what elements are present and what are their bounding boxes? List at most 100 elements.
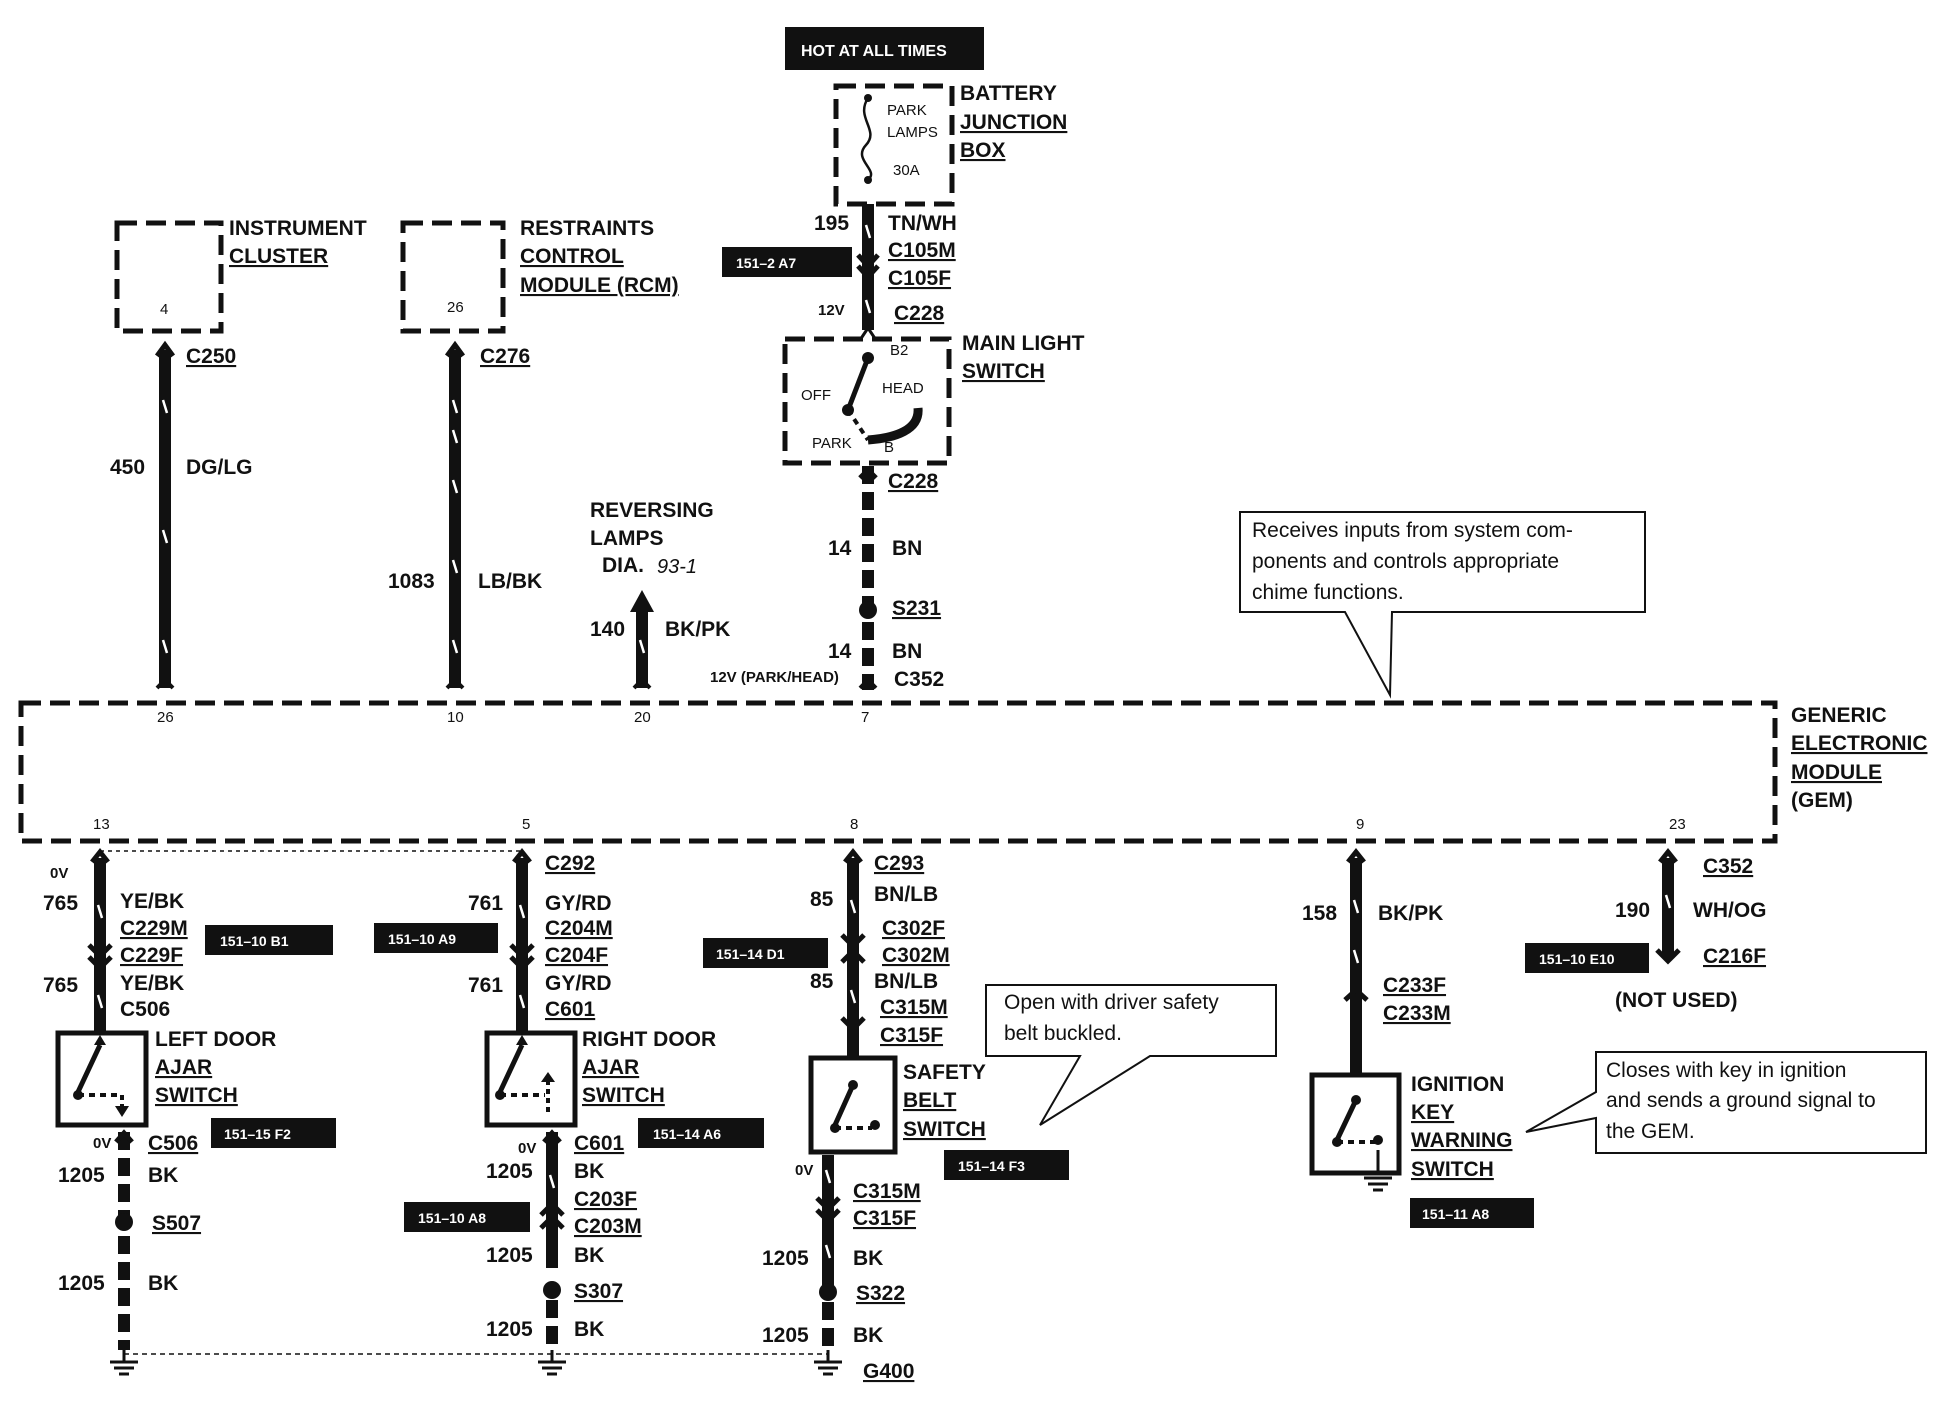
- wire-14-bn: 14 BN S231 14 BN 12V (PARK/HEAD) C352: [710, 466, 944, 691]
- svg-text:BK: BK: [574, 1160, 604, 1183]
- svg-text:1205: 1205: [762, 1247, 809, 1270]
- svg-text:BK: BK: [853, 1324, 883, 1347]
- svg-text:OFF: OFF: [801, 387, 831, 404]
- svg-text:BN: BN: [892, 640, 922, 663]
- svg-text:SWITCH: SWITCH: [1411, 1158, 1494, 1181]
- svg-text:1205: 1205: [58, 1164, 105, 1187]
- svg-text:1205: 1205: [58, 1272, 105, 1295]
- svg-text:195: 195: [814, 212, 849, 235]
- svg-text:761: 761: [468, 892, 503, 915]
- svg-text:PARK: PARK: [812, 435, 852, 452]
- callout-safety-belt: Open with driver safety belt buckled.: [985, 984, 1277, 1126]
- svg-text:151–14 D1: 151–14 D1: [716, 946, 785, 962]
- svg-text:CLUSTER: CLUSTER: [229, 245, 328, 268]
- svg-text:DIA.: DIA.: [602, 554, 644, 577]
- svg-text:BK: BK: [574, 1318, 604, 1341]
- svg-text:ELECTRONIC: ELECTRONIC: [1791, 732, 1928, 755]
- svg-text:151–14 A6: 151–14 A6: [653, 1126, 721, 1142]
- svg-text:BK: BK: [574, 1244, 604, 1267]
- svg-text:C276: C276: [480, 345, 530, 368]
- svg-text:C315F: C315F: [853, 1207, 916, 1230]
- svg-text:C601: C601: [574, 1132, 625, 1155]
- svg-text:SWITCH: SWITCH: [903, 1118, 986, 1141]
- svg-text:C601: C601: [545, 998, 596, 1021]
- svg-text:SAFETY: SAFETY: [903, 1061, 986, 1084]
- svg-text:BATTERY: BATTERY: [960, 82, 1057, 105]
- svg-text:the GEM.: the GEM.: [1606, 1120, 1695, 1143]
- svg-text:C506: C506: [120, 998, 170, 1021]
- ignition-key-warning-switch-circuit: 158 BK/PK C233F C233M IGNITION KEY WARNI…: [1302, 847, 1534, 1228]
- svg-text:B2: B2: [890, 342, 908, 359]
- svg-text:C302F: C302F: [882, 917, 945, 940]
- svg-text:0V: 0V: [50, 865, 68, 882]
- svg-text:0V: 0V: [93, 1135, 111, 1152]
- svg-text:S507: S507: [152, 1212, 201, 1235]
- svg-text:C352: C352: [1703, 855, 1753, 878]
- svg-text:14: 14: [828, 640, 852, 663]
- svg-text:C315M: C315M: [853, 1180, 921, 1203]
- svg-text:C203M: C203M: [574, 1215, 642, 1238]
- safety-belt-switch-circuit: C293 85 BN/LB C302F C302M 151–14 D1 85 B…: [124, 847, 1069, 1383]
- svg-text:BN/LB: BN/LB: [874, 970, 938, 993]
- svg-text:ponents and controls appropria: ponents and controls appropriate: [1252, 550, 1559, 573]
- svg-text:85: 85: [810, 970, 834, 993]
- svg-text:AJAR: AJAR: [582, 1056, 639, 1079]
- svg-text:HEAD: HEAD: [882, 380, 924, 397]
- svg-text:C302M: C302M: [882, 944, 950, 967]
- svg-text:C352: C352: [894, 668, 944, 691]
- svg-text:C105F: C105F: [888, 267, 951, 290]
- svg-text:761: 761: [468, 974, 503, 997]
- svg-text:BK/PK: BK/PK: [665, 618, 730, 641]
- svg-text:WH/OG: WH/OG: [1693, 899, 1767, 922]
- svg-text:C233F: C233F: [1383, 974, 1446, 997]
- svg-text:G400: G400: [863, 1360, 914, 1383]
- svg-text:5: 5: [522, 816, 530, 833]
- svg-text:151–14 F3: 151–14 F3: [958, 1158, 1025, 1174]
- svg-text:belt buckled.: belt buckled.: [1004, 1022, 1122, 1045]
- svg-text:CONTROL: CONTROL: [520, 245, 624, 268]
- callout-ignition-key: Closes with key in ignition and sends a …: [1525, 1051, 1927, 1154]
- left-door-ajar-circuit: 0V 765 YE/BK C229M C229F 151–10 B1 765 Y…: [43, 847, 336, 1376]
- svg-text:C506: C506: [148, 1132, 198, 1155]
- svg-text:140: 140: [590, 618, 625, 641]
- svg-text:151–11 A8: 151–11 A8: [1422, 1206, 1489, 1222]
- svg-text:BK: BK: [853, 1247, 883, 1270]
- svg-text:151–10 A8: 151–10 A8: [418, 1210, 486, 1226]
- svg-text:1083: 1083: [388, 570, 435, 593]
- svg-text:HOT AT ALL TIMES: HOT AT ALL TIMES: [801, 43, 947, 60]
- svg-text:1205: 1205: [486, 1318, 533, 1341]
- svg-text:AJAR: AJAR: [155, 1056, 212, 1079]
- svg-text:C204F: C204F: [545, 944, 608, 967]
- svg-text:151–15 F2: 151–15 F2: [224, 1126, 291, 1142]
- svg-text:B: B: [884, 439, 894, 456]
- svg-text:30A: 30A: [893, 162, 920, 179]
- svg-text:C229F: C229F: [120, 944, 183, 967]
- svg-text:BOX: BOX: [960, 139, 1006, 162]
- hot-at-all-times-label: HOT AT ALL TIMES: [785, 27, 984, 70]
- svg-text:LAMPS: LAMPS: [590, 527, 664, 550]
- svg-text:LAMPS: LAMPS: [887, 124, 938, 141]
- svg-text:151–10 A9: 151–10 A9: [388, 931, 456, 947]
- svg-text:C229M: C229M: [120, 917, 188, 940]
- svg-text:C233M: C233M: [1383, 1002, 1451, 1025]
- svg-text:GY/RD: GY/RD: [545, 892, 612, 915]
- svg-text:12V: 12V: [818, 302, 845, 319]
- svg-text:BK: BK: [148, 1164, 178, 1187]
- instrument-cluster: 4 INSTRUMENT CLUSTER C250 450 DG/LG: [110, 217, 367, 690]
- svg-text:(GEM): (GEM): [1791, 789, 1853, 812]
- svg-text:151–10 E10: 151–10 E10: [1539, 951, 1615, 967]
- svg-text:MAIN LIGHT: MAIN LIGHT: [962, 332, 1085, 355]
- svg-text:765: 765: [43, 892, 78, 915]
- svg-text:LEFT DOOR: LEFT DOOR: [155, 1028, 276, 1051]
- svg-text:Closes with key in ignition: Closes with key in ignition: [1606, 1059, 1846, 1082]
- svg-text:GY/RD: GY/RD: [545, 972, 612, 995]
- svg-text:C292: C292: [545, 852, 595, 875]
- svg-text:TN/WH: TN/WH: [888, 212, 957, 235]
- svg-text:1205: 1205: [762, 1324, 809, 1347]
- svg-text:BK: BK: [148, 1272, 178, 1295]
- svg-text:Receives inputs from system co: Receives inputs from system com-: [1252, 519, 1573, 542]
- svg-text:7: 7: [861, 709, 869, 726]
- svg-text:C228: C228: [894, 302, 945, 325]
- svg-text:26: 26: [447, 299, 464, 316]
